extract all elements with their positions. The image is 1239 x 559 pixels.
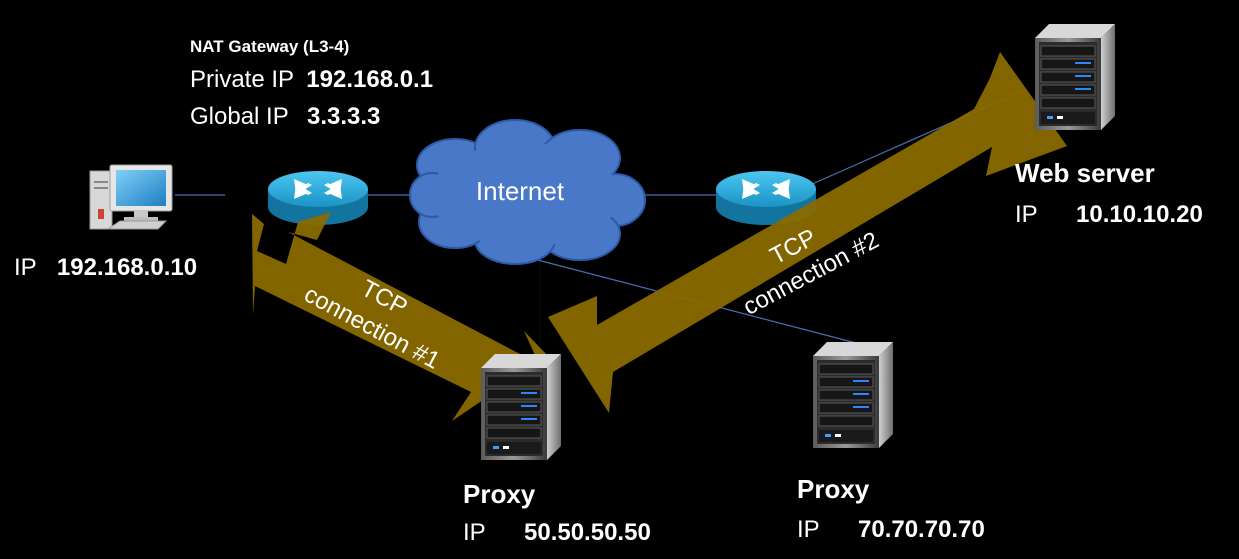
- tcp-connection-2-arrow: TCP connection #2: [548, 52, 1067, 413]
- client-ip-value: 192.168.0.10: [57, 254, 197, 281]
- proxy-1-ip-label: IP: [463, 519, 485, 546]
- web-server-title: Web server: [1015, 158, 1155, 188]
- svg-text:IP 10.10.10.20: IP 10.10.10.20: [1015, 201, 1203, 228]
- proxy-1-title: Proxy: [463, 479, 536, 509]
- global-ip-label: Global IP: [190, 103, 288, 130]
- proxy-2-ip-label: IP: [797, 516, 819, 543]
- private-ip-label: Private IP: [190, 66, 294, 93]
- proxy-2-ip-value: 70.70.70.70: [858, 516, 985, 543]
- client-ip-label: IP: [14, 254, 36, 281]
- proxy-2-title: Proxy: [797, 474, 870, 504]
- global-ip-value: 3.3.3.3: [307, 103, 380, 130]
- web-server-ip-label: IP: [1015, 201, 1037, 228]
- proxy-2-server-icon: [812, 341, 894, 449]
- internet-cloud: Internet: [409, 119, 646, 265]
- svg-text:Global IP 3.3.3.3: Global IP 3.3.3.3: [190, 103, 380, 130]
- nat-gateway-title: NAT Gateway (L3-4): [190, 37, 349, 56]
- web-server-ip-value: 10.10.10.20: [1076, 201, 1203, 228]
- svg-text:IP 192.168.0.10: IP 192.168.0.10: [14, 254, 197, 281]
- private-ip-value: 192.168.0.1: [306, 66, 433, 93]
- svg-text:IP 50.50.50.50: IP 50.50.50.50: [463, 519, 651, 546]
- proxy-1-server-icon: [480, 353, 562, 461]
- client-pc-icon: [89, 164, 173, 230]
- svg-text:IP 70.70.70.70: IP 70.70.70.70: [797, 516, 985, 543]
- svg-text:Private IP 192.168.0.1: Private IP 192.168.0.1: [190, 66, 433, 93]
- internet-label: Internet: [476, 176, 565, 206]
- nat-gateway-info: NAT Gateway (L3-4) Private IP 192.168.0.…: [190, 37, 433, 130]
- web-server-icon: [1034, 23, 1116, 131]
- proxy-1-ip-value: 50.50.50.50: [524, 519, 651, 546]
